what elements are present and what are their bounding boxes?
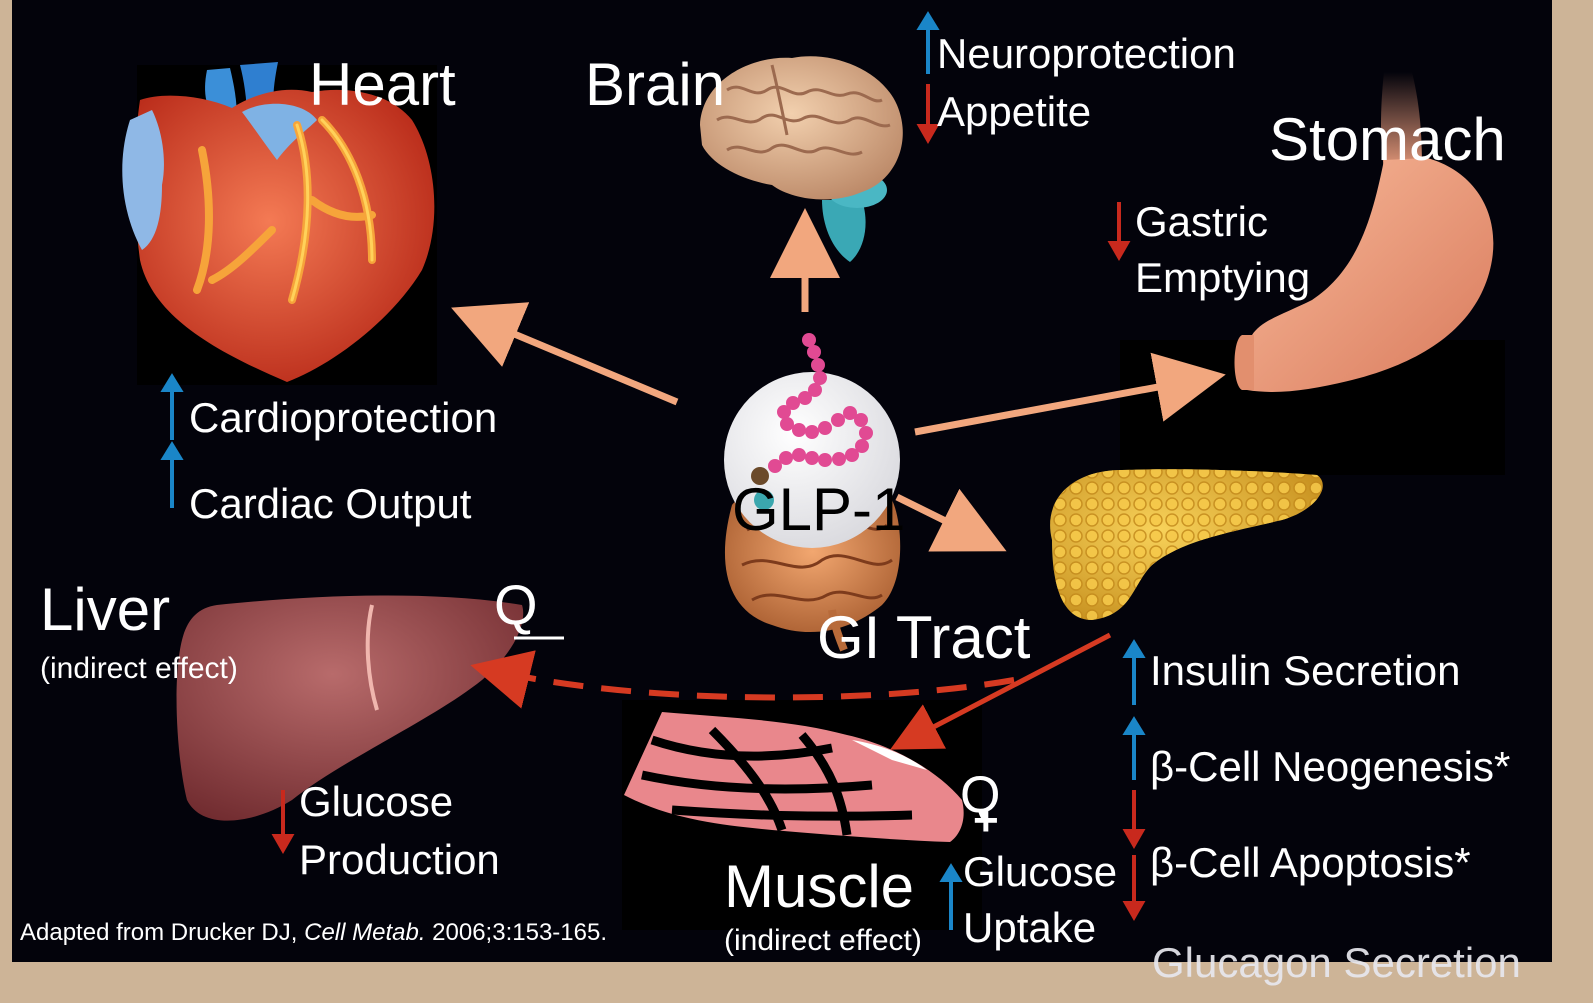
stomach-effect-line1: Gastric: [1135, 199, 1268, 245]
brain-effect-2: Appetite: [937, 89, 1091, 135]
brain-down-arrow: [920, 84, 936, 140]
muscle-subtitle: (indirect effect): [724, 924, 922, 957]
heart-up-arrow-2: [164, 445, 180, 508]
heart-effect-2: Cardiac Output: [189, 481, 471, 527]
citation-journal: Cell Metab.: [304, 919, 425, 946]
muscle-effect-line1: Glucose: [963, 849, 1117, 895]
heart-effect-1: Cardioprotection: [189, 395, 497, 441]
citation: Adapted from Drucker DJ, Cell Metab. 200…: [20, 920, 607, 946]
pancreas-effect-3: β-Cell Apoptosis*: [1150, 840, 1471, 886]
citation-prefix: Adapted from Drucker DJ,: [20, 919, 304, 946]
muscle-sign-plus: +: [973, 797, 999, 845]
liver-subtitle: (indirect effect): [40, 652, 238, 685]
brain-effect-1: Neuroprotection: [937, 31, 1236, 77]
arrow-to-heart: [464, 313, 677, 402]
heart-title: Heart: [309, 52, 456, 118]
liver-effect-line2: Production: [299, 837, 500, 883]
arrow-to-pancreas: [897, 497, 994, 545]
pancreas-up-arrow-1: [1126, 643, 1142, 705]
citation-suffix: 2006;3:153-165.: [426, 919, 608, 946]
liver-title: Liver: [40, 577, 170, 643]
pancreas-illustration: [1050, 469, 1323, 620]
gi-tract-title: GI Tract: [817, 605, 1030, 671]
pancreas-up-arrow-2: [1126, 720, 1142, 780]
pancreas-effect-4: Glucagon Secretion: [1152, 940, 1521, 986]
arrow-to-liver: [482, 668, 1014, 697]
brain-illustration: [700, 56, 903, 262]
pancreas-down-arrow-2: [1126, 855, 1142, 917]
liver-effect-line1: Glucose: [299, 779, 453, 825]
stomach-down-arrow: [1111, 202, 1127, 257]
glp1-label: GLP-1: [732, 477, 905, 543]
stomach-effect-line2: Emptying: [1135, 255, 1310, 301]
brain-title: Brain: [585, 52, 725, 118]
diagram-slide: Heart Cardioprotection Cardiac Output Br…: [12, 0, 1552, 962]
stomach-title: Stomach: [1269, 107, 1506, 173]
muscle-title: Muscle: [724, 854, 914, 920]
pancreas-effect-1: Insulin Secretion: [1150, 648, 1461, 694]
liver-sign-symbol: Q: [494, 574, 538, 636]
muscle-effect-line2: Uptake: [963, 905, 1096, 951]
pancreas-down-arrow-1: [1126, 790, 1142, 845]
pancreas-effect-2: β-Cell Neogenesis*: [1150, 744, 1510, 790]
brain-up-arrow: [920, 15, 936, 74]
heart-up-arrow-1: [164, 377, 180, 440]
